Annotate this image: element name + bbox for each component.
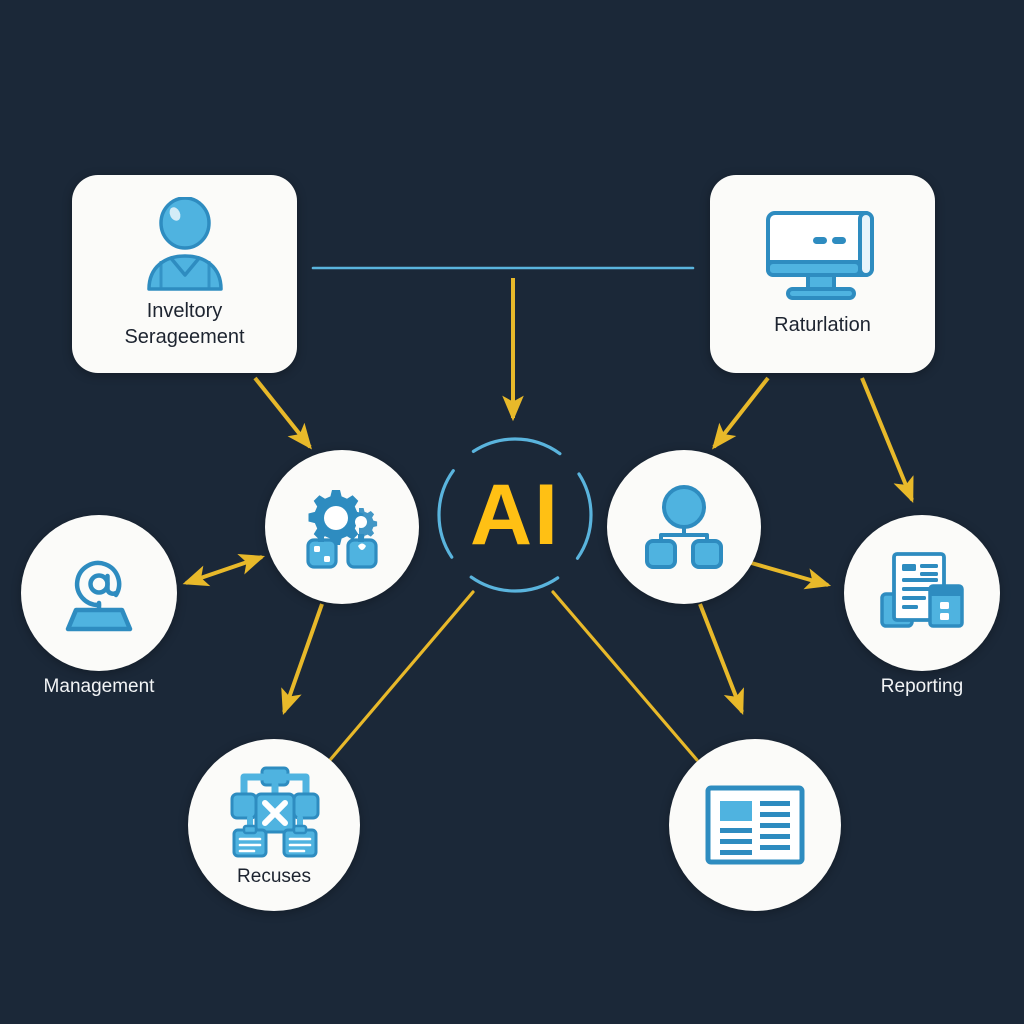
arrow-gears-to-resources — [281, 603, 324, 716]
node-label-resources: Recuses — [237, 866, 311, 887]
node-label-reporting: Reporting — [880, 676, 964, 697]
arrow-hierarchy-to-article — [698, 603, 744, 715]
arrow-card-left-to-gears — [253, 376, 312, 450]
arrow-management-gears — [182, 554, 266, 587]
monitor-screen-icon — [764, 209, 882, 301]
node-resources[interactable] — [188, 739, 360, 911]
documents-report-icon — [878, 550, 966, 636]
node-hierarchy[interactable] — [607, 450, 761, 604]
card-raturlation[interactable]: Raturlation — [710, 175, 935, 373]
card-label-raturlation: Raturlation — [774, 314, 871, 337]
line-hub-to-article — [551, 590, 699, 762]
ai-hub-ring-icon — [437, 437, 593, 593]
arrow-card-right-to-reporting — [860, 377, 914, 503]
ai-hub-node[interactable]: AI — [428, 428, 602, 602]
node-management[interactable] — [21, 515, 177, 671]
arrow-hierarchy-to-reporting — [747, 560, 832, 590]
at-symbol-podium-icon — [56, 553, 142, 633]
node-label-management: Management — [43, 676, 155, 697]
node-article[interactable] — [669, 739, 841, 911]
node-reporting[interactable] — [844, 515, 1000, 671]
org-chart-x-icon — [222, 766, 326, 858]
node-settings-gears[interactable] — [265, 450, 419, 604]
card-label-inventory-management: Inveltory Serageement — [124, 300, 245, 348]
line-hub-to-resources — [328, 590, 475, 762]
card-inventory-management[interactable]: Inveltory Serageement — [72, 175, 297, 373]
arrow-card-right-to-hierarchy — [712, 376, 770, 450]
user-person-icon — [139, 197, 231, 293]
gears-settings-icon — [296, 484, 388, 570]
ai-hub-label: AI — [470, 467, 560, 563]
article-layout-icon — [705, 785, 805, 865]
org-hierarchy-icon — [641, 485, 727, 569]
